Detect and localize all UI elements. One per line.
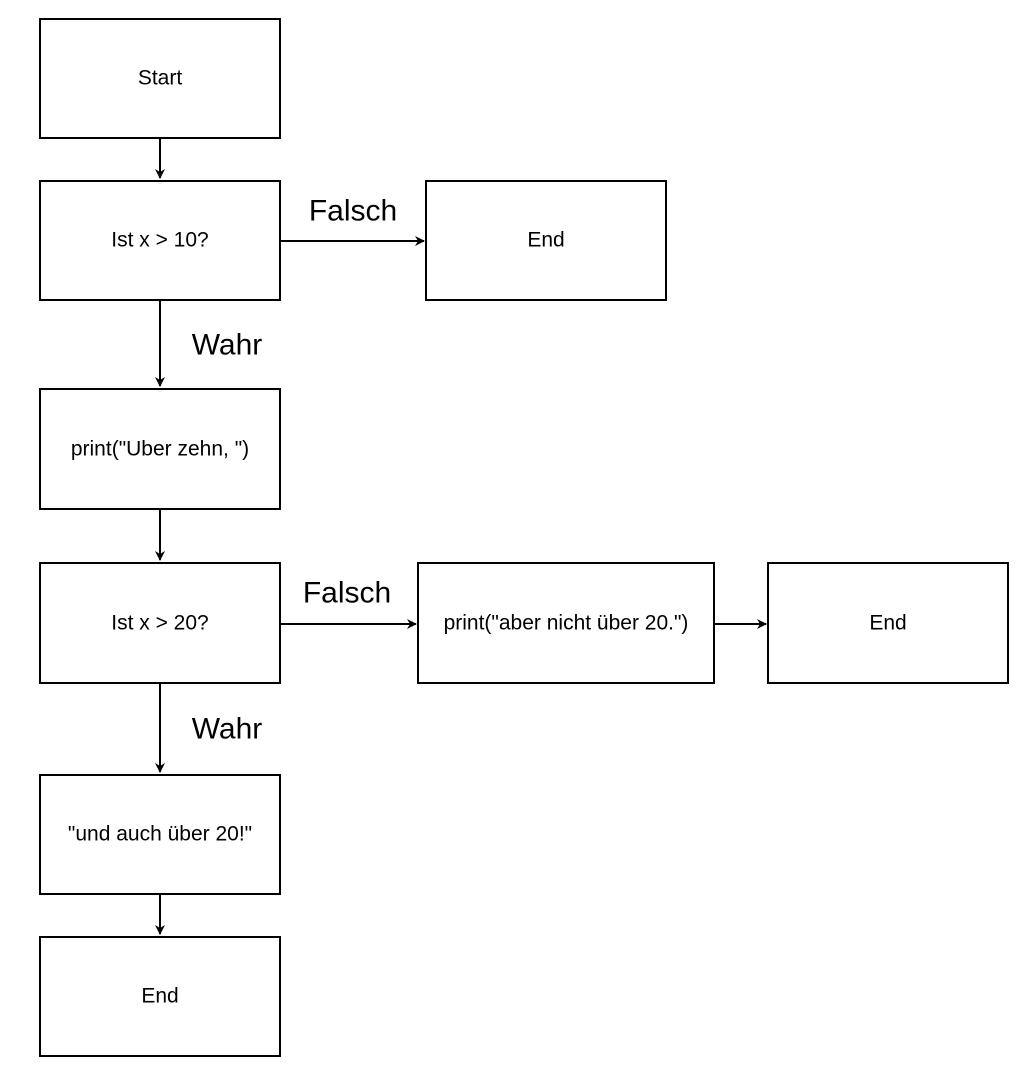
edge-label-falsch-2: Falsch xyxy=(303,577,391,610)
node-end-1-label: End xyxy=(527,229,564,252)
node-check-10: Ist x > 10? xyxy=(39,180,281,301)
edge-label-falsch-1: Falsch xyxy=(309,195,397,228)
edge-label-wahr-2: Wahr xyxy=(192,713,263,746)
node-check-20: Ist x > 20? xyxy=(39,562,281,684)
node-start-label: Start xyxy=(138,67,183,90)
node-print-zehn-label: print("Uber zehn, ") xyxy=(71,438,249,461)
edge-label-wahr-1: Wahr xyxy=(192,329,263,362)
node-end-3-label: End xyxy=(141,985,178,1008)
node-end-3: End xyxy=(39,936,281,1057)
node-end-2-label: End xyxy=(869,612,906,635)
node-print-auch-label: "und auch über 20!" xyxy=(68,823,252,846)
node-check-10-label: Ist x > 10? xyxy=(111,229,208,252)
node-check-20-label: Ist x > 20? xyxy=(111,612,208,635)
node-end-2: End xyxy=(767,562,1009,684)
node-print-nicht-label: print("aber nicht über 20.") xyxy=(444,612,689,635)
node-print-zehn: print("Uber zehn, ") xyxy=(39,388,281,510)
node-print-nicht: print("aber nicht über 20.") xyxy=(417,562,715,684)
node-print-auch: "und auch über 20!" xyxy=(39,774,281,895)
node-end-1: End xyxy=(425,180,667,301)
node-start: Start xyxy=(39,18,281,139)
